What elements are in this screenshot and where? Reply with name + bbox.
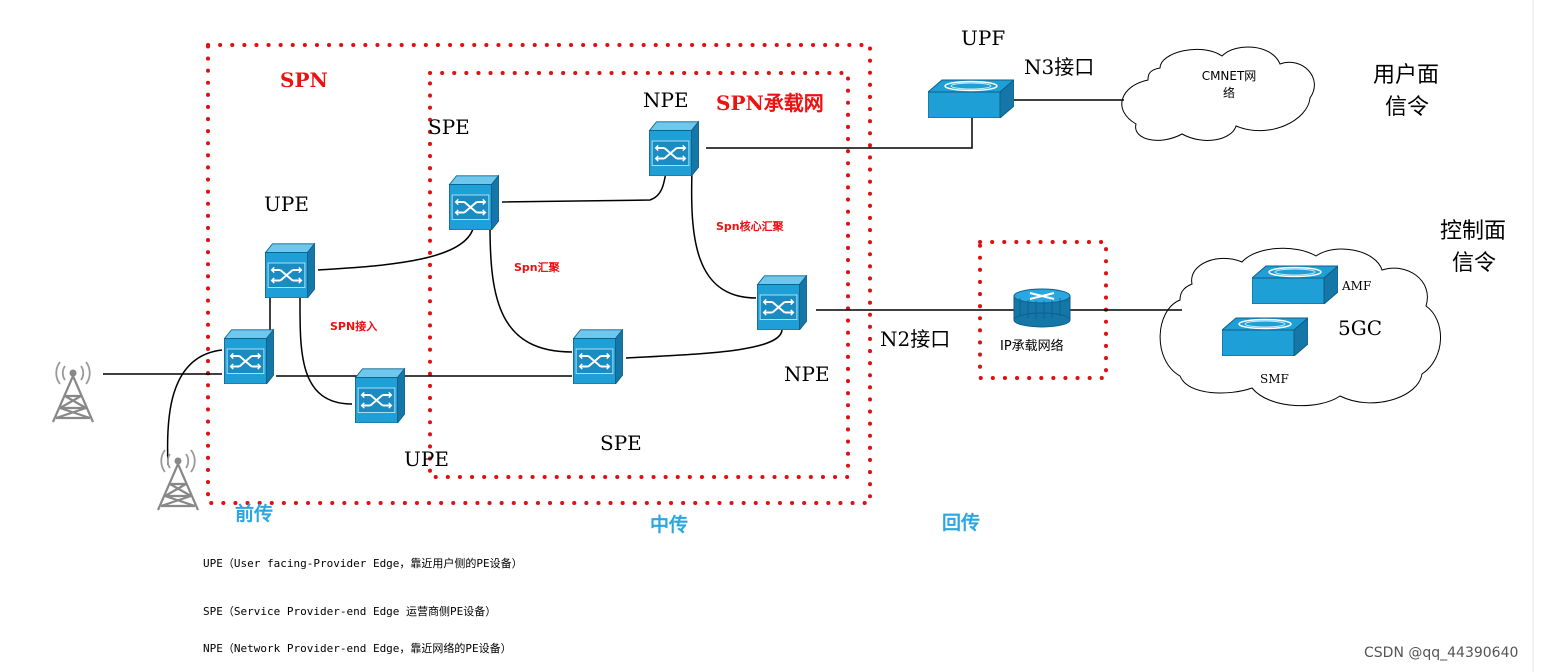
fronthaul-label: 前传 xyxy=(235,503,274,525)
upf-label: UPF xyxy=(961,26,1006,50)
control-plane-signal-label: 信令 xyxy=(1452,251,1497,276)
ip-bearer-label: IP承载网络 xyxy=(1000,339,1064,354)
spn-bearer-boundary xyxy=(428,71,850,479)
note-upe: UPE（User facing-Provider Edge，靠近用户侧的PE设备… xyxy=(203,557,523,570)
npe-right-label: NPE xyxy=(784,362,830,386)
link-n3 xyxy=(706,118,973,149)
spn-core-agg-label: Spn核心汇聚 xyxy=(716,220,784,233)
n2-label: N2接口 xyxy=(880,327,951,351)
user-plane-label: 用户面 xyxy=(1373,63,1440,88)
upe-left-switch-icon xyxy=(223,328,275,384)
core-label: 5GC xyxy=(1338,316,1383,340)
link-npe-npe xyxy=(690,169,757,299)
smf-icon xyxy=(1222,317,1308,356)
link-upe-access xyxy=(299,295,353,405)
link-fronthaul-branch xyxy=(166,349,223,466)
router-icon xyxy=(1013,288,1071,328)
spe-bottom-label: SPE xyxy=(600,431,642,455)
n3-label: N3接口 xyxy=(1024,55,1095,79)
control-plane-label: 控制面 xyxy=(1440,219,1507,244)
amf-label: AMF xyxy=(1342,279,1372,293)
spe-bottom-switch-icon xyxy=(572,328,624,384)
amf-icon xyxy=(1252,265,1338,304)
tower-icon xyxy=(156,448,200,512)
npe-top-switch-icon xyxy=(648,120,700,176)
tower-icon xyxy=(51,360,95,424)
npe-top-label: NPE xyxy=(643,88,689,112)
upe-bottom-switch-icon xyxy=(354,367,406,423)
spn-boundary xyxy=(206,43,872,505)
link-upe-spe-top xyxy=(317,223,475,271)
spe-top-switch-icon xyxy=(448,174,500,230)
spn-zone-label: SPN xyxy=(280,68,328,92)
note-npe: NPE（Network Provider-end Edge，靠近网络的PE设备） xyxy=(203,642,512,655)
smf-label: SMF xyxy=(1260,372,1289,386)
upe-bottom-label: UPE xyxy=(404,447,449,471)
midhaul-label: 中传 xyxy=(650,514,689,536)
upe-top-switch-icon xyxy=(264,242,316,298)
note-spe: SPE（Service Provider-end Edge 运营商侧PE设备） xyxy=(203,605,497,618)
upe-top-label: UPE xyxy=(264,192,309,216)
upf-icon xyxy=(928,79,1014,118)
link-spe-npe-bottom xyxy=(625,329,783,359)
spn-access-label: SPN接入 xyxy=(330,320,378,333)
spe-top-label: SPE xyxy=(428,115,470,139)
npe-right-switch-icon xyxy=(756,274,808,330)
spn-bearer-label: SPN承载网 xyxy=(716,91,824,115)
link-spe-npe xyxy=(501,171,667,203)
link-spe-spe xyxy=(489,225,573,353)
spn-agg-label: Spn汇聚 xyxy=(514,261,560,274)
watermark: CSDN @qq_44390640 xyxy=(1364,645,1519,661)
user-plane-signal-label: 信令 xyxy=(1385,95,1430,120)
cmnet-cloud xyxy=(1121,46,1315,141)
cmnet-label: CMNET网络 xyxy=(1201,69,1257,100)
backhaul-label: 回传 xyxy=(942,512,981,534)
